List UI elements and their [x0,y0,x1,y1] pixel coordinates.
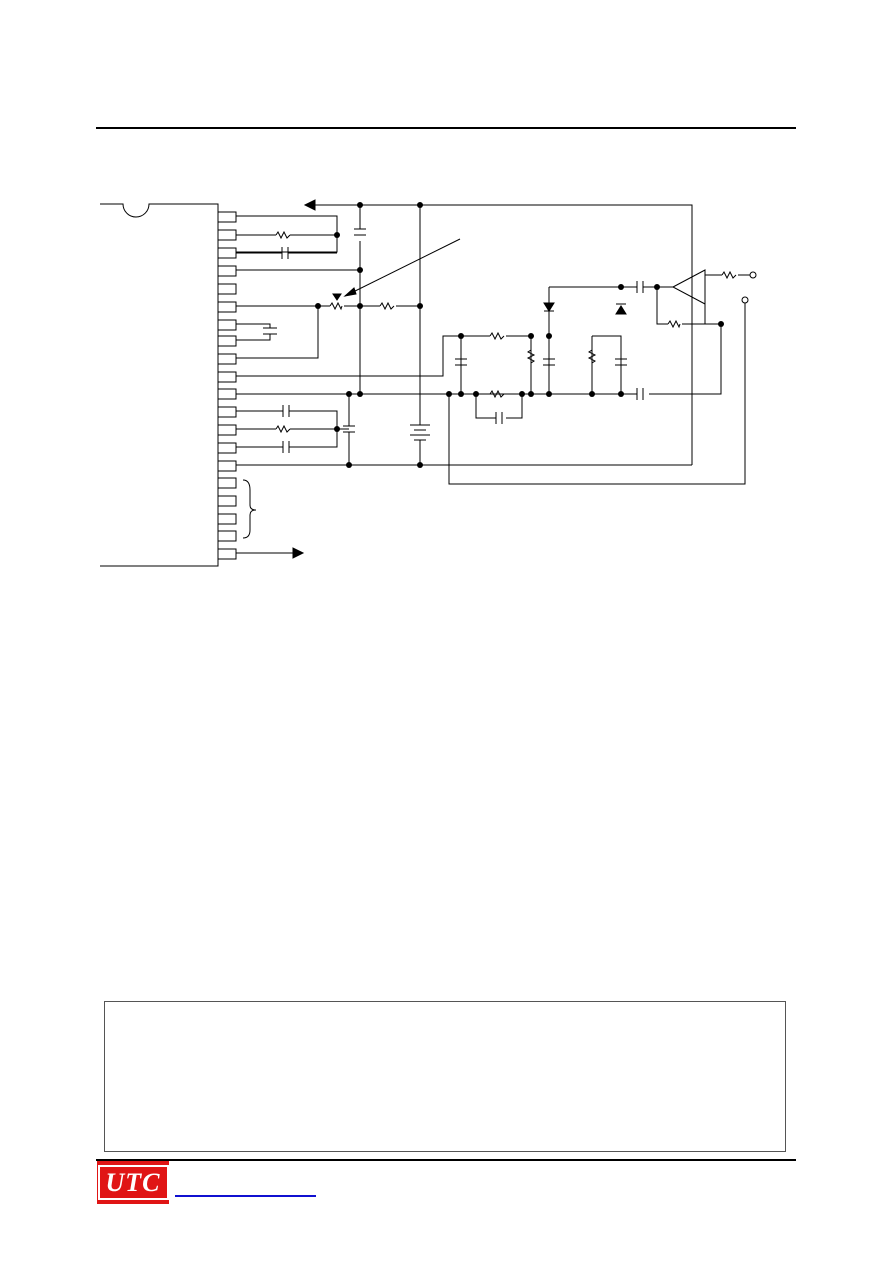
utc-logo: UTC [97,1161,169,1204]
header-rule [96,127,796,129]
ic-body [100,203,219,567]
logo-text: UTC [105,1167,161,1197]
notice-box [104,1001,786,1152]
top-rail-wire [310,204,693,465]
junction-dots [315,202,724,468]
footer-link-underline[interactable] [175,1195,316,1197]
rail-arrow [303,199,316,211]
application-circuit-diagram [100,199,757,567]
pin-group-brace [242,479,257,539]
logo-frame: UTC [97,1165,169,1200]
op-amp-triangle [671,269,706,305]
ic-pins [217,211,237,560]
footer-rule [96,1159,796,1161]
